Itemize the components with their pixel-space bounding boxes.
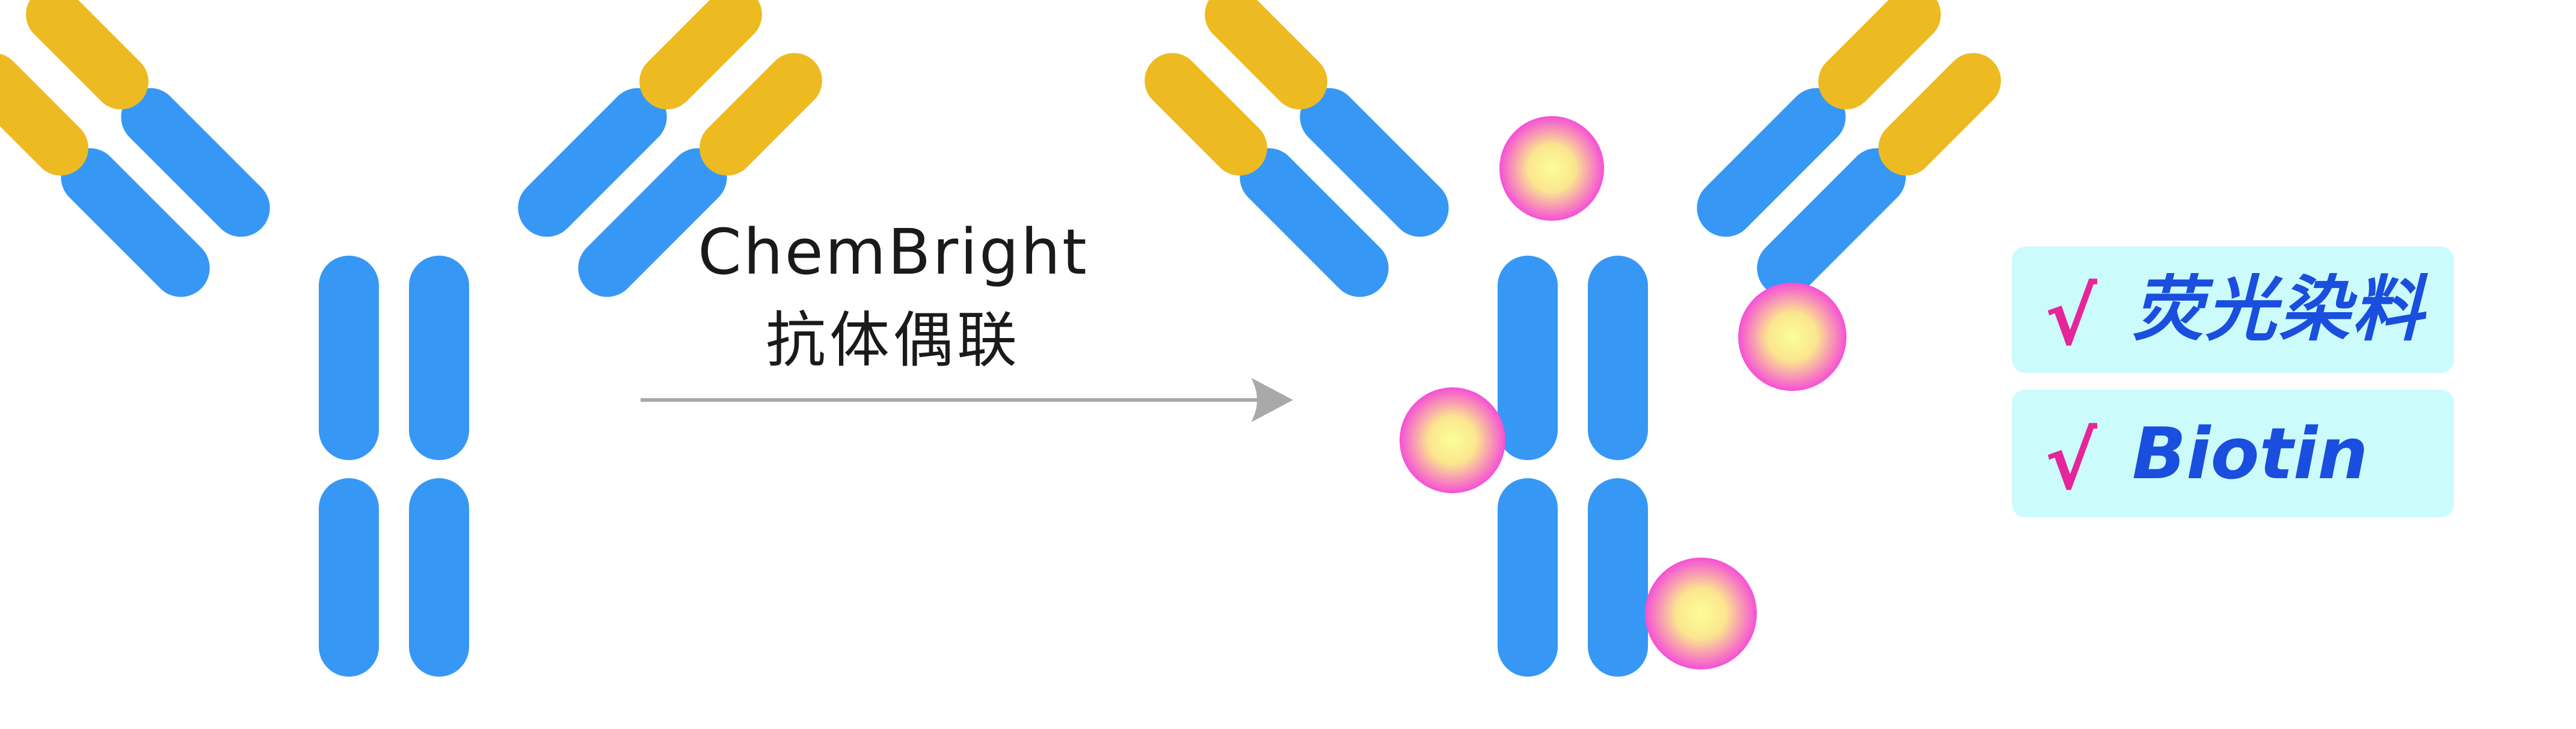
arrow-icon — [1251, 378, 1293, 422]
label-tag-fluorescent-dye: √ 荧光染料 — [2012, 247, 2454, 373]
label-tag-biotin: √ Biotin — [2012, 390, 2454, 517]
action-label: 抗体偶联 — [766, 305, 1021, 375]
conjugation-arrow: ChemBright 抗体偶联 — [641, 215, 1293, 422]
tag-label: Biotin — [2132, 412, 2368, 495]
label-bead-icon — [1738, 283, 1846, 391]
tag-background — [2012, 390, 2454, 517]
label-bead-icon — [1400, 387, 1505, 493]
label-beads — [1400, 116, 1846, 669]
antibody-icon — [0, 0, 834, 677]
label-bead-icon — [1645, 558, 1757, 669]
conjugated-antibody-icon — [1133, 0, 2012, 677]
label-bead-icon — [1499, 116, 1604, 221]
method-label: ChemBright — [698, 215, 1089, 289]
check-icon: √ — [2045, 271, 2097, 363]
tag-background — [2012, 247, 2454, 373]
tag-label: 荧光染料 — [2132, 268, 2428, 351]
check-icon: √ — [2045, 416, 2097, 507]
